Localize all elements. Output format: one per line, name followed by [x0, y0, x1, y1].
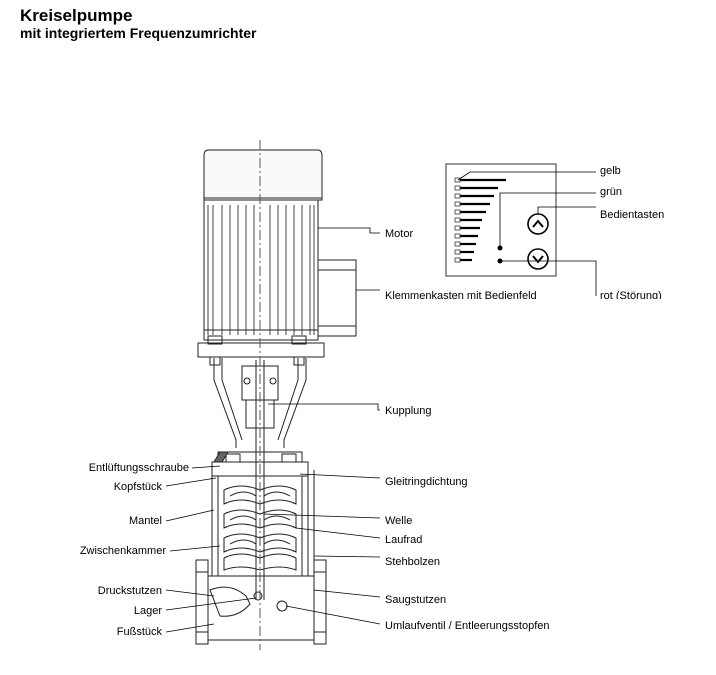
- label-kopfstueck: Kopfstück: [113, 481, 162, 493]
- chevron-up-icon[interactable]: [527, 213, 549, 235]
- label-gruen: grün: [600, 186, 623, 198]
- label-kupplung: Kupplung: [385, 405, 432, 417]
- terminal-box: [317, 259, 357, 337]
- pump-base: [195, 559, 327, 645]
- motor-body: [203, 199, 319, 341]
- lantern-housing: [213, 358, 307, 448]
- motor-flange: [197, 335, 325, 366]
- label-gleitringdichtung: Gleitringdichtung: [385, 476, 468, 488]
- label-laufrad: Laufrad: [385, 534, 423, 546]
- label-zwischenkammer: Zwischenkammer: [79, 545, 166, 557]
- label-entlueftungsschraube: Entlüftungsschraube: [88, 462, 189, 474]
- label-umlaufventil: Umlaufventil / Entleerungsstopfen: [385, 620, 550, 632]
- label-welle: Welle: [385, 515, 413, 527]
- label-motor: Motor: [385, 228, 414, 240]
- pump-shaft: [255, 360, 265, 600]
- label-saugstutzen: Saugstutzen: [385, 594, 447, 606]
- control-panel: [445, 163, 557, 277]
- page-subtitle: mit integriertem Frequenzumrichter: [20, 25, 257, 41]
- label-fussstueck: Fußstück: [116, 626, 162, 638]
- label-klemmenkasten: Klemmenkasten mit Bedienfeld: [385, 290, 537, 302]
- label-rot: rot (Störung): [600, 290, 662, 299]
- label-lager: Lager: [133, 605, 162, 617]
- label-gelb: gelb: [600, 165, 621, 177]
- impeller-stages: [223, 485, 297, 571]
- label-stehbolzen: Stehbolzen: [385, 556, 441, 568]
- label-mantel: Mantel: [128, 515, 162, 527]
- label-bedientasten: Bedientasten: [600, 209, 665, 221]
- pump-sleeve: [211, 470, 315, 582]
- label-druckstutzen: Druckstutzen: [97, 585, 162, 597]
- chevron-down-icon[interactable]: [527, 248, 549, 270]
- motor-fan-cover: [203, 149, 323, 201]
- page-title: Kreiselpumpe: [20, 6, 133, 25]
- leader-lines: [165, 171, 597, 633]
